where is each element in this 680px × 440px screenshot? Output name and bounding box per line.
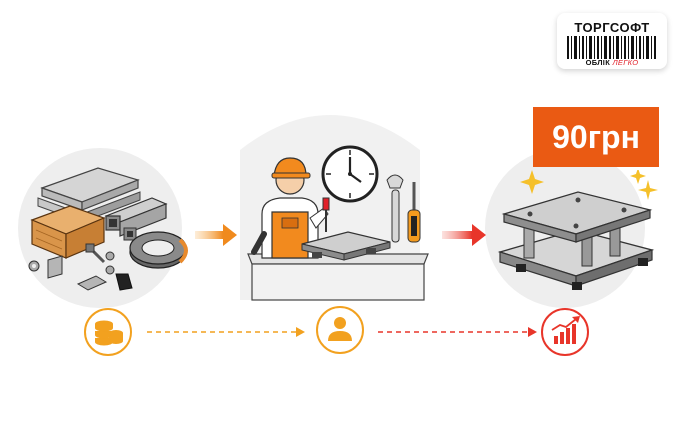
arrow-to-assembly: [195, 224, 237, 246]
coins-icon: [95, 320, 123, 346]
barcode-icon: [567, 36, 656, 60]
steel-tubes: [104, 197, 168, 241]
part-on-table: [301, 231, 391, 261]
logo-subtitle-part2: ЛЕГКО: [612, 58, 639, 67]
logo-subtitle: ОБЛІК ЛЕГКО: [567, 59, 657, 67]
work-table: [247, 253, 429, 301]
sparkle-icon: [520, 170, 658, 200]
step-circle-product: [541, 308, 589, 356]
worker-workstation-illustration: [247, 145, 429, 301]
dashed-arrow-1: [147, 327, 305, 337]
raw-materials-illustration: [28, 167, 188, 291]
clock-icon: [321, 145, 379, 203]
wood-block: [30, 205, 106, 259]
logo-subtitle-part1: ОБЛІК: [585, 58, 611, 67]
screwdriver-icon: [407, 182, 421, 243]
torgsoft-logo[interactable]: ТОРГСОФТ ОБЛІК ЛЕГКО: [557, 13, 667, 69]
steel-coil: [129, 231, 188, 269]
wrench-icon: [386, 174, 404, 243]
metal-press-product: [497, 191, 655, 290]
logo-title: ТОРГСОФТ: [574, 20, 650, 35]
person-icon: [328, 317, 352, 341]
hardware-parts: [28, 243, 133, 291]
arrow-to-product: [442, 224, 486, 246]
finished-product-illustration: [497, 170, 658, 290]
step-circle-materials: [84, 308, 132, 356]
process-steps-row: [84, 306, 589, 356]
growth-chart-icon: [551, 316, 580, 344]
price-label: 90грн: [533, 107, 659, 167]
dashed-arrow-2: [378, 327, 537, 337]
step-circle-assembly: [316, 306, 364, 354]
